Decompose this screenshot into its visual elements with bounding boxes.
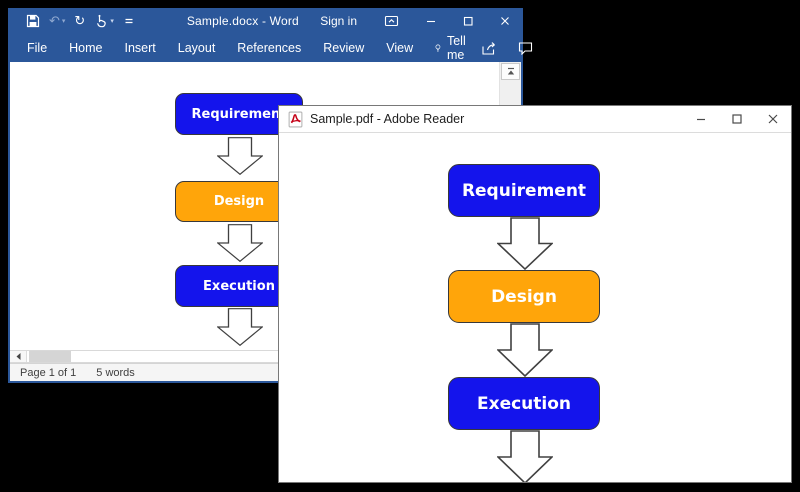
scroll-left-icon (16, 353, 20, 360)
redo-icon: ↻ (74, 13, 86, 29)
pdf-down-arrow-icon (497, 430, 553, 482)
sign-in-button[interactable]: Sign in (320, 14, 357, 28)
pdf-shape-execution: Execution (448, 377, 600, 430)
word-minimize-button[interactable] (412, 8, 449, 34)
pdf-shape-requirement: Requirement (448, 164, 600, 217)
tab-layout[interactable]: Layout (177, 41, 216, 55)
word-down-arrow-icon[interactable] (217, 224, 263, 262)
adobe-titlebar[interactable]: Sample.pdf - Adobe Reader (279, 106, 791, 133)
tab-file[interactable]: File (27, 41, 48, 55)
minimize-icon (697, 118, 705, 121)
maximize-icon (463, 16, 473, 26)
tab-references[interactable]: References (237, 41, 302, 55)
scroll-left-button[interactable] (10, 351, 27, 362)
redo-button[interactable]: ↻ (74, 15, 85, 28)
tab-home[interactable]: Home (69, 41, 103, 55)
adobe-close-button[interactable] (755, 106, 791, 133)
scroll-up-icon (507, 67, 514, 75)
touch-mode-dropdown-caret: ▾ (110, 17, 114, 25)
adobe-window-title: Sample.pdf - Adobe Reader (310, 112, 465, 126)
word-maximize-button[interactable] (449, 8, 486, 34)
customize-quick-access-button[interactable] (123, 15, 135, 27)
hscroll-thumb[interactable] (29, 351, 71, 362)
pdf-down-arrow-icon (497, 217, 553, 270)
ribbon-right-icons (481, 41, 549, 56)
undo-dropdown-caret: ▾ (61, 17, 66, 25)
comment-icon[interactable] (518, 41, 533, 55)
word-count[interactable]: 5 words (96, 366, 135, 379)
save-icon (26, 14, 40, 28)
word-titlebar[interactable]: ↶ ▾ ↻ ▾ Sa (8, 8, 523, 34)
word-ribbon-tabs: File Home Insert Layout References Revie… (8, 34, 532, 62)
save-button[interactable] (26, 14, 40, 28)
customize-toolbar-icon (125, 18, 133, 24)
share-icon[interactable] (481, 41, 498, 56)
touch-mouse-mode-button[interactable]: ▾ (94, 14, 114, 28)
ribbon-display-options-icon (384, 15, 399, 27)
adobe-maximize-button[interactable] (719, 106, 755, 133)
undo-button[interactable]: ↶ ▾ (49, 15, 65, 28)
adobe-minimize-button[interactable] (683, 106, 719, 133)
ribbon-display-options-button[interactable] (384, 14, 399, 28)
word-down-arrow-icon[interactable] (217, 308, 263, 346)
undo-icon: ↶ (49, 13, 60, 29)
quick-access-toolbar: ↶ ▾ ↻ ▾ (8, 14, 135, 28)
adobe-window-controls (683, 106, 791, 133)
page-indicator[interactable]: Page 1 of 1 (20, 366, 77, 379)
pdf-page: Requirement Design Execution (279, 133, 791, 482)
word-window-title: Sample.docx - Word (186, 14, 299, 28)
touch-mode-icon (97, 14, 107, 28)
word-close-button[interactable] (486, 8, 523, 34)
close-icon (500, 17, 509, 25)
tab-insert[interactable]: Insert (124, 41, 156, 55)
tell-me-label: Tell me (446, 34, 466, 62)
maximize-icon (732, 114, 742, 124)
close-icon (768, 114, 778, 124)
tab-view[interactable]: View (386, 41, 414, 55)
word-down-arrow-icon[interactable] (217, 137, 263, 175)
scroll-up-button[interactable] (501, 63, 520, 80)
tell-me-box[interactable]: Tell me (424, 34, 481, 62)
lightbulb-icon (435, 44, 441, 52)
tab-review[interactable]: Review (323, 41, 365, 55)
minimize-icon (426, 20, 435, 23)
pdf-file-icon (288, 111, 303, 127)
pdf-shape-design: Design (448, 270, 600, 323)
pdf-down-arrow-icon (497, 323, 553, 377)
adobe-reader-window: Sample.pdf - Adobe Reader (278, 105, 792, 483)
